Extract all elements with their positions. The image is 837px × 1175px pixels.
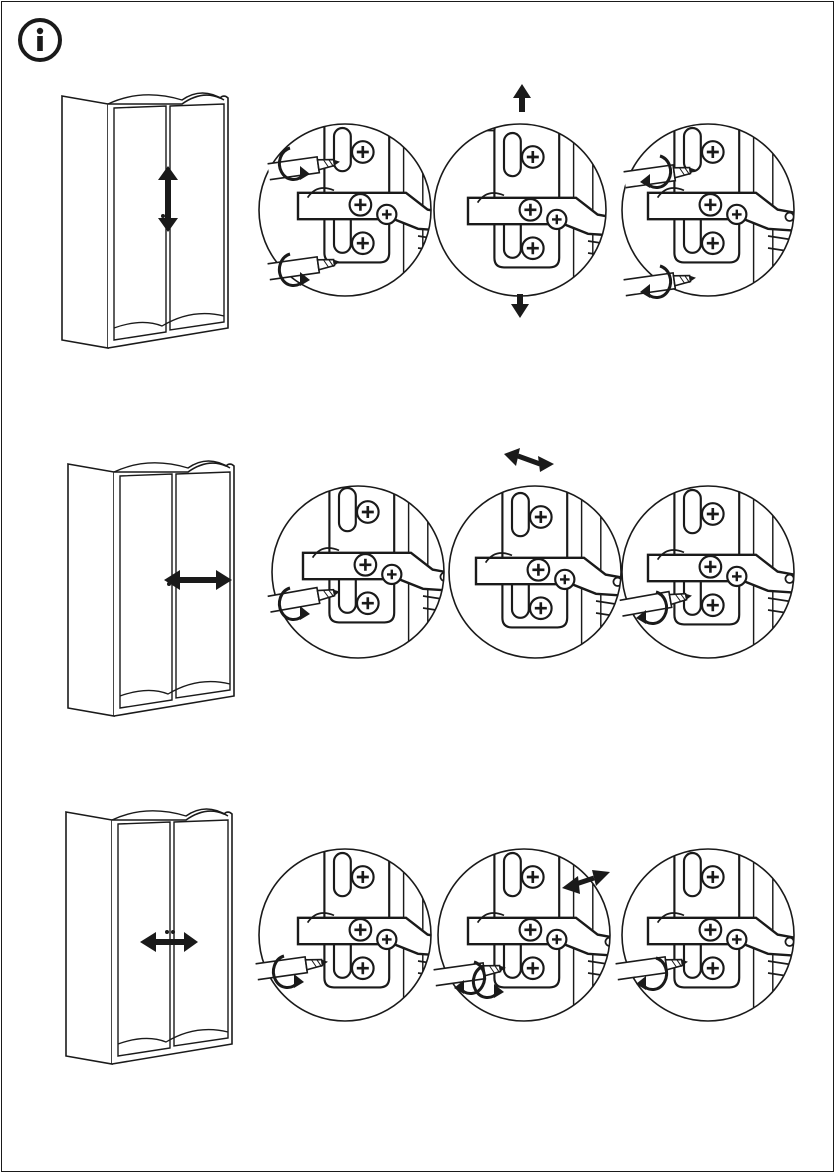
hinge-panel-1-1	[259, 116, 480, 296]
hinge-panel-1-2	[434, 84, 650, 318]
step-2-depth-adjustment	[68, 448, 830, 716]
horizontal-double-arrow-icon	[504, 448, 554, 472]
hinge-panel-2-3	[620, 478, 831, 658]
hinge-panel-1-3	[622, 116, 830, 298]
hinge-panel-2-2	[449, 448, 658, 658]
up-arrow-icon	[513, 84, 531, 112]
hinge-panel-3-2	[434, 841, 651, 1021]
down-arrow-icon	[511, 294, 529, 318]
hinge-panel-2-1	[268, 476, 486, 658]
horizontal-double-arrow-icon	[562, 870, 610, 894]
hinge-panel-3-3	[616, 841, 831, 1021]
step-3-side-adjustment	[66, 809, 830, 1064]
wardrobe-1	[62, 93, 228, 348]
wardrobe-3	[66, 809, 232, 1064]
step-1-vertical-adjustment	[62, 84, 830, 348]
hinge-panel-3-1	[256, 841, 481, 1021]
wardrobe-2	[68, 461, 234, 716]
info-icon	[20, 20, 60, 60]
